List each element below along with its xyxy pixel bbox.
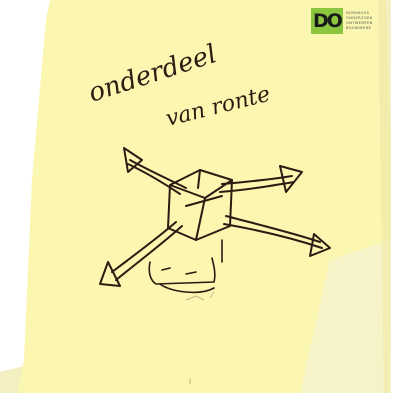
logo-tagline: DOMINGUS ONDERZOEK ONTWERPEN BOUWWERK (346, 11, 390, 31)
logo-tagline-line: BOUWWERK (346, 26, 390, 31)
logo-mark-text: DO (313, 9, 341, 33)
logo: DO DOMINGUS ONDERZOEK ONTWERPEN BOUWWERK (311, 8, 391, 34)
logo-mark: DO (311, 8, 343, 34)
